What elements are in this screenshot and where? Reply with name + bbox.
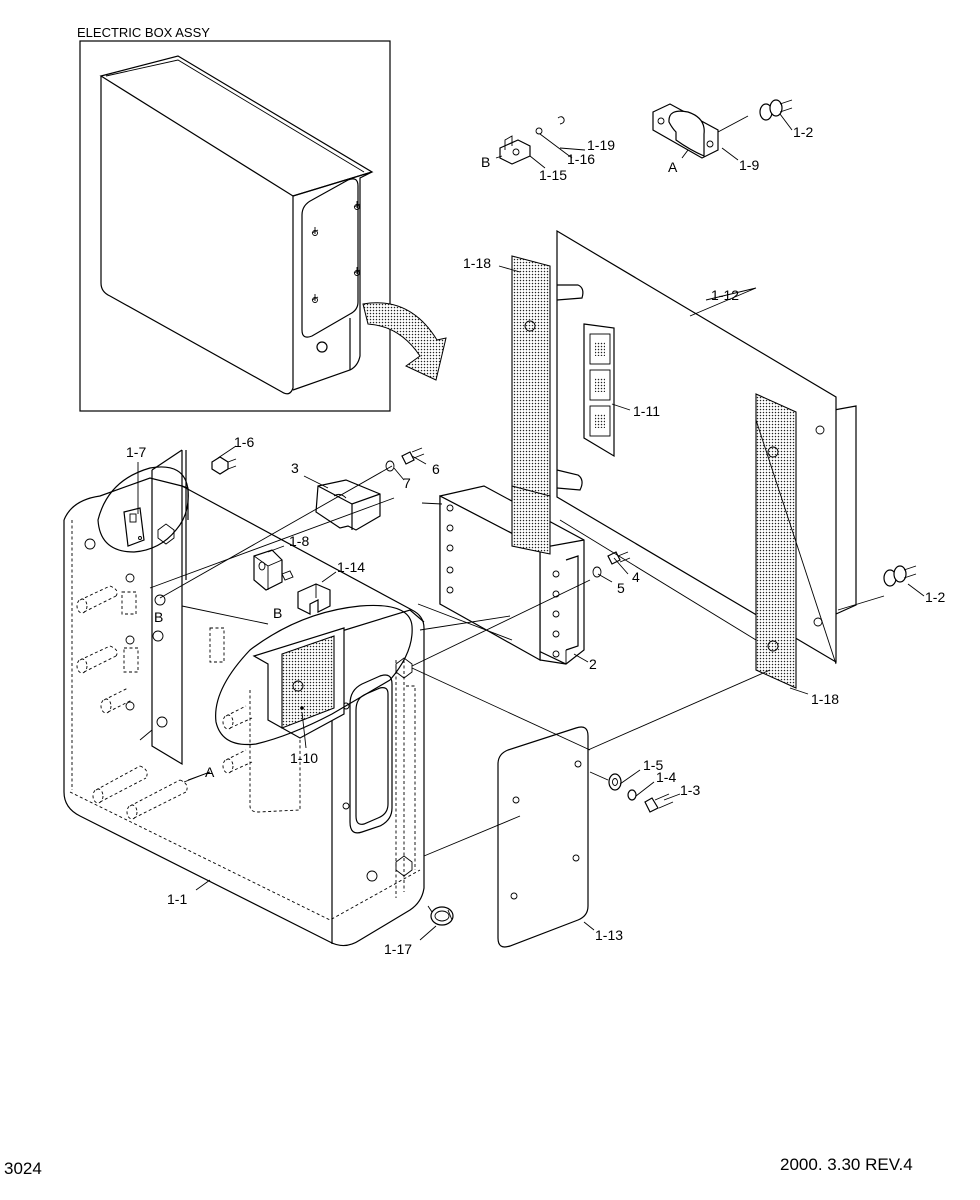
callout-5: 5 xyxy=(617,580,625,596)
callout-1-19: 1-19 xyxy=(587,137,615,153)
inset-box-side xyxy=(292,171,373,391)
callout-1-9: 1-9 xyxy=(739,157,759,173)
page-number: 3024 xyxy=(4,1159,42,1178)
curved-arrow-icon xyxy=(362,302,447,381)
clamp-1-9 xyxy=(652,103,719,159)
label-plate-1-11 xyxy=(583,323,615,458)
bracket-1-10 xyxy=(281,635,335,729)
callout-3: 3 xyxy=(291,460,299,476)
clip-1-14 xyxy=(297,583,331,615)
callout-1-18-right: 1-18 xyxy=(811,691,839,707)
callout-a-bottom: A xyxy=(205,764,215,780)
nut-1-6 xyxy=(211,456,229,475)
wing-bolt-1-3 xyxy=(644,793,674,813)
callout-b-left: B xyxy=(154,609,163,625)
callout-a-top: A xyxy=(668,159,678,175)
callout-1-18-left: 1-18 xyxy=(463,255,491,271)
detail-bubble-right xyxy=(215,604,413,746)
grommet-1-17 xyxy=(427,905,454,926)
bolt-1-2-right xyxy=(883,565,917,587)
inset-frame xyxy=(79,40,391,412)
callout-1-10: 1-10 xyxy=(290,750,318,766)
inset-box-top xyxy=(99,55,374,197)
callout-1-11: 1-11 xyxy=(633,403,660,419)
callout-1-12: 1-12 xyxy=(711,287,739,303)
callout-1-7: 1-7 xyxy=(126,444,146,460)
callout-1-13: 1-13 xyxy=(595,927,623,943)
washer-1-5 xyxy=(608,773,622,791)
cover-1-13 xyxy=(497,726,589,948)
revision-date: 2000. 3.30 REV.4 xyxy=(780,1155,913,1174)
switch-1-8 xyxy=(253,549,294,591)
callout-1-14: 1-14 xyxy=(337,559,365,575)
callout-1-5: 1-5 xyxy=(643,757,663,773)
callout-6: 6 xyxy=(432,461,440,477)
callout-2: 2 xyxy=(589,656,597,672)
callout-1-17: 1-17 xyxy=(384,941,412,957)
diagram-title: ELECTRIC BOX ASSY xyxy=(77,25,210,40)
bolt-1-2-top xyxy=(759,99,793,121)
callout-b-mid: B xyxy=(273,605,282,621)
callout-1-2-top: 1-2 xyxy=(793,124,813,140)
callout-1-8: 1-8 xyxy=(289,533,309,549)
inset-assembled-view: ELECTRIC BOX ASSY xyxy=(77,25,447,412)
washer-5 xyxy=(592,566,602,578)
fuse-holder-3 xyxy=(315,479,381,531)
callout-1-1: 1-1 xyxy=(167,891,187,907)
callout-1-3: 1-3 xyxy=(680,782,700,798)
callout-b-top: B xyxy=(481,154,490,170)
washer-1-16 xyxy=(535,127,543,135)
callout-labels: 1-19 1-16 1-15 B A 1-9 1-2 1-18 1-12 1-1… xyxy=(126,124,945,957)
callout-1-4: 1-4 xyxy=(656,769,676,785)
assembly-lines xyxy=(137,113,925,941)
detail-bubble-left xyxy=(97,466,189,553)
washer-1-4 xyxy=(627,789,637,801)
callout-7: 7 xyxy=(403,475,411,491)
callout-1-6: 1-6 xyxy=(234,434,254,450)
mounting-plate-1-12 xyxy=(556,229,857,664)
callout-1-16: 1-16 xyxy=(567,151,595,167)
callout-1-15: 1-15 xyxy=(539,167,567,183)
inset-side-door xyxy=(301,178,359,338)
inset-box-front xyxy=(100,76,294,395)
clip-1-15 xyxy=(499,135,531,165)
washer-7 xyxy=(385,460,395,472)
bolt-4 xyxy=(607,551,631,565)
electric-box-1-1 xyxy=(63,449,425,947)
callout-1-2-right: 1-2 xyxy=(925,589,945,605)
clip-1-19 xyxy=(557,116,565,125)
bolt-6 xyxy=(401,447,425,465)
rubber-strip-1-18-right xyxy=(755,393,797,689)
callout-4: 4 xyxy=(632,569,640,585)
